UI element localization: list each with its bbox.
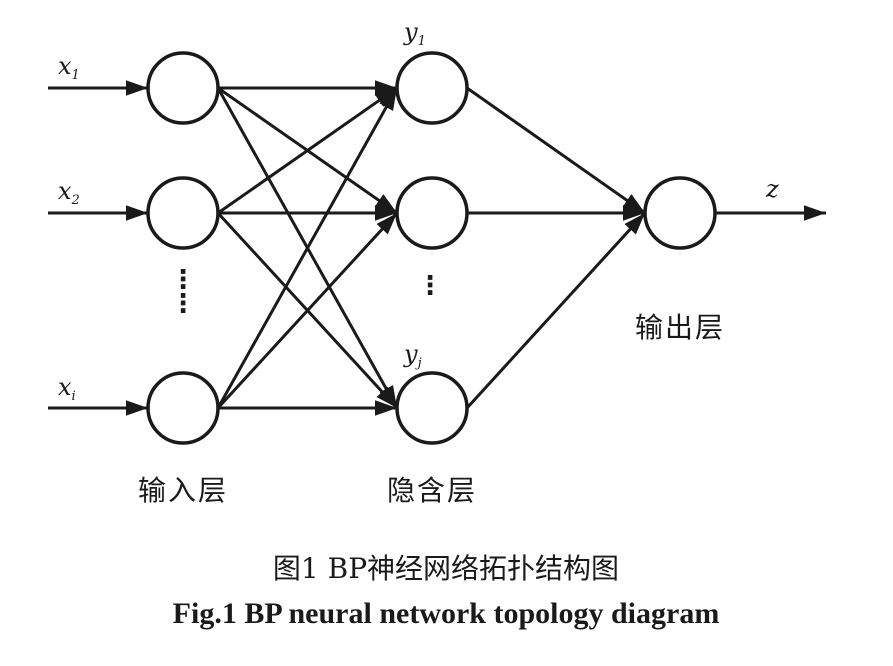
input-layer-label: 输入层 [138,474,228,507]
input-neuron-2 [146,176,220,250]
output-layer-label: 输出层 [635,311,725,344]
input-neuron-i [146,371,220,445]
edge-hidden1-output [466,86,646,215]
hidden-label-y1: y1 [403,18,426,49]
hidden-neuron-2 [395,176,469,250]
hidden-label-yj: yj [403,340,422,371]
hidden-ellipsis: ⋮ [417,271,443,301]
hidden-neuron-j [395,371,469,445]
input-ellipsis-2: ⋮ [170,289,196,319]
connections [48,80,826,416]
input-label-x2: x2 [58,177,80,208]
input-label-x1: x1 [58,52,80,83]
neurons [146,51,717,445]
hidden-layer-label: 隐含层 [387,474,477,507]
input-ellipsis: ⋮ [170,265,196,295]
output-label-z: z [765,175,779,203]
edge-input3-hidden1 [216,87,399,409]
input-neuron-1 [146,51,220,125]
caption-english: Fig.1 BP neural network topology diagram [173,597,720,630]
edge-input2-hidden1 [217,86,398,215]
input-label-xi: xi [58,373,76,404]
caption-chinese: 图1 BP神经网络拓扑结构图 [273,552,619,585]
output-neuron [643,176,717,250]
edge-input3-hidden2 [216,211,399,410]
edge-hidden3-output [465,211,647,410]
hidden-neuron-1 [395,51,469,125]
